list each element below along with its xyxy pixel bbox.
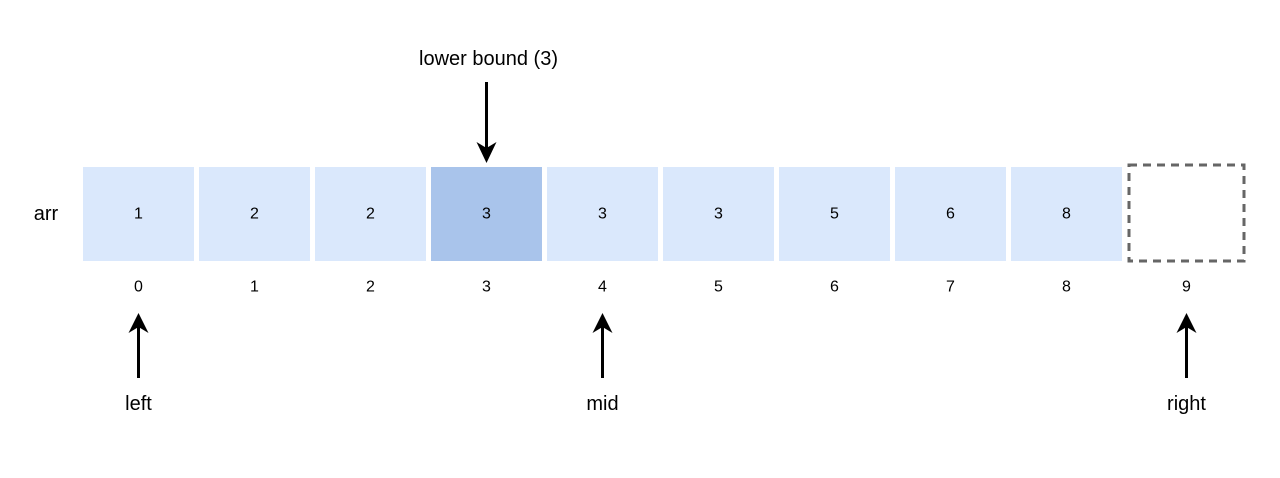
cell-value: 8	[1062, 206, 1071, 223]
array-cell	[895, 167, 1006, 261]
index-label: 0	[134, 279, 143, 296]
index-label: 7	[946, 279, 955, 296]
placeholder-cell	[1127, 163, 1246, 263]
index-label: 4	[598, 279, 607, 296]
cell-value: 3	[714, 206, 723, 223]
array-cells: 1 2 2 3 3 3 5 6 8	[83, 163, 1246, 263]
cell-value: 3	[482, 206, 491, 223]
pointer-right: right	[1167, 313, 1206, 415]
array-cell	[779, 167, 890, 261]
array-cell	[83, 167, 194, 261]
index-label: 6	[830, 279, 839, 296]
index-label: 8	[1062, 279, 1071, 296]
pointer-label: right	[1167, 393, 1206, 415]
cell-value: 6	[946, 206, 955, 223]
pointer-arrow-head	[1176, 313, 1197, 333]
pointer-arrow-head	[128, 313, 149, 333]
lower-bound-arrow-head	[476, 142, 497, 163]
array-cell	[315, 167, 426, 261]
index-label: 9	[1182, 279, 1191, 296]
cell-value: 3	[598, 206, 607, 223]
cell-value: 2	[250, 206, 259, 223]
array-indices: 0 1 2 3 4 5 6 7 8 9	[134, 279, 1191, 296]
pointer-arrow-head	[592, 313, 613, 333]
pointer-label: left	[125, 393, 152, 415]
pointer-mid: mid	[586, 313, 619, 415]
array-name-label: arr	[34, 203, 59, 225]
pointer-label: mid	[586, 393, 618, 415]
array-cell	[1011, 167, 1122, 261]
array-cell	[199, 167, 310, 261]
index-label: 3	[482, 279, 491, 296]
index-label: 1	[250, 279, 259, 296]
lower-bound-label: lower bound (3)	[419, 48, 558, 70]
lower-bound-pointer: lower bound (3)	[419, 48, 558, 163]
bottom-pointers: left mid right	[125, 313, 1206, 415]
index-label: 2	[366, 279, 375, 296]
cell-value: 2	[366, 206, 375, 223]
cell-value: 5	[830, 206, 839, 223]
highlighted-cell	[431, 167, 542, 261]
array-cell	[547, 167, 658, 261]
array-cell	[663, 167, 774, 261]
pointer-left: left	[125, 313, 152, 415]
index-label: 5	[714, 279, 723, 296]
cell-value: 1	[134, 206, 143, 223]
